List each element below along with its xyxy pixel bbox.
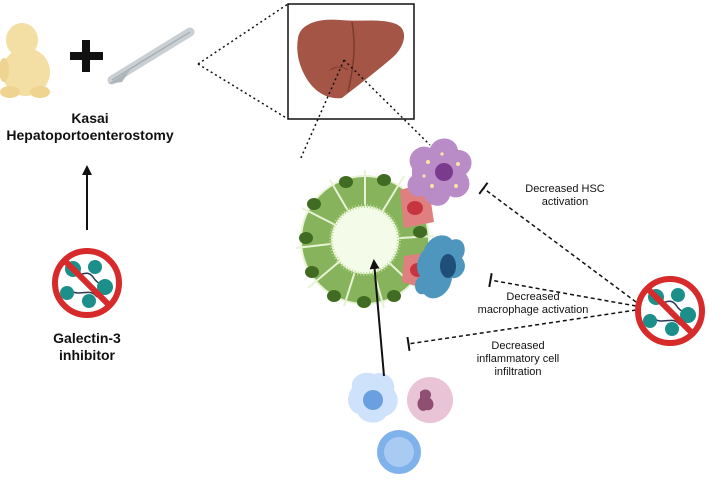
kasai-label-line2: Hepatoportoenterostomy: [6, 127, 174, 143]
zoom-lines: [197, 3, 431, 161]
inflammatory-label-line1: Decreased: [491, 340, 545, 352]
baby-icon: [0, 23, 50, 98]
macrophage-icon: [415, 235, 465, 299]
macrophage-label-line1: Decreased: [506, 291, 560, 303]
kasai-label: Kasai Hepatoportoenterostomy: [0, 110, 180, 144]
galectin-label: Galectin-3 inhibitor: [20, 330, 154, 364]
kupffer-cell-icon: [407, 138, 472, 206]
monocyte-icon: [377, 430, 421, 474]
inflammatory-label-line3: infiltration: [494, 366, 542, 378]
galectin-label-line1: Galectin-3: [53, 330, 121, 346]
no-galectin-icon-right: [638, 279, 702, 343]
lymphocyte-icon: [348, 372, 398, 423]
inflammatory-label: Decreased inflammatory cell infiltration: [455, 340, 581, 379]
hsc-label: Decreased HSC activation: [500, 183, 630, 209]
inhibition-lines: [406, 182, 637, 351]
plus-icon: [70, 40, 103, 72]
hsc-label-line1: Decreased HSC: [525, 183, 605, 195]
hepatocyte-ring: [295, 170, 435, 309]
kasai-label-line1: Kasai: [71, 110, 109, 126]
macrophage-label-line2: macrophage activation: [477, 304, 589, 316]
inflammatory-label-line2: inflammatory cell: [476, 353, 560, 365]
scalpel-icon: [107, 27, 195, 85]
galectin-label-line2: inhibitor: [59, 347, 115, 363]
macrophage-label: Decreased macrophage activation: [462, 291, 604, 317]
neutrophil-icon: [407, 377, 453, 423]
arrow-infiltration: [369, 259, 385, 377]
no-galectin-icon-left: [55, 251, 119, 315]
hsc-label-line2: activation: [541, 196, 589, 208]
liver-icon: [297, 19, 405, 99]
